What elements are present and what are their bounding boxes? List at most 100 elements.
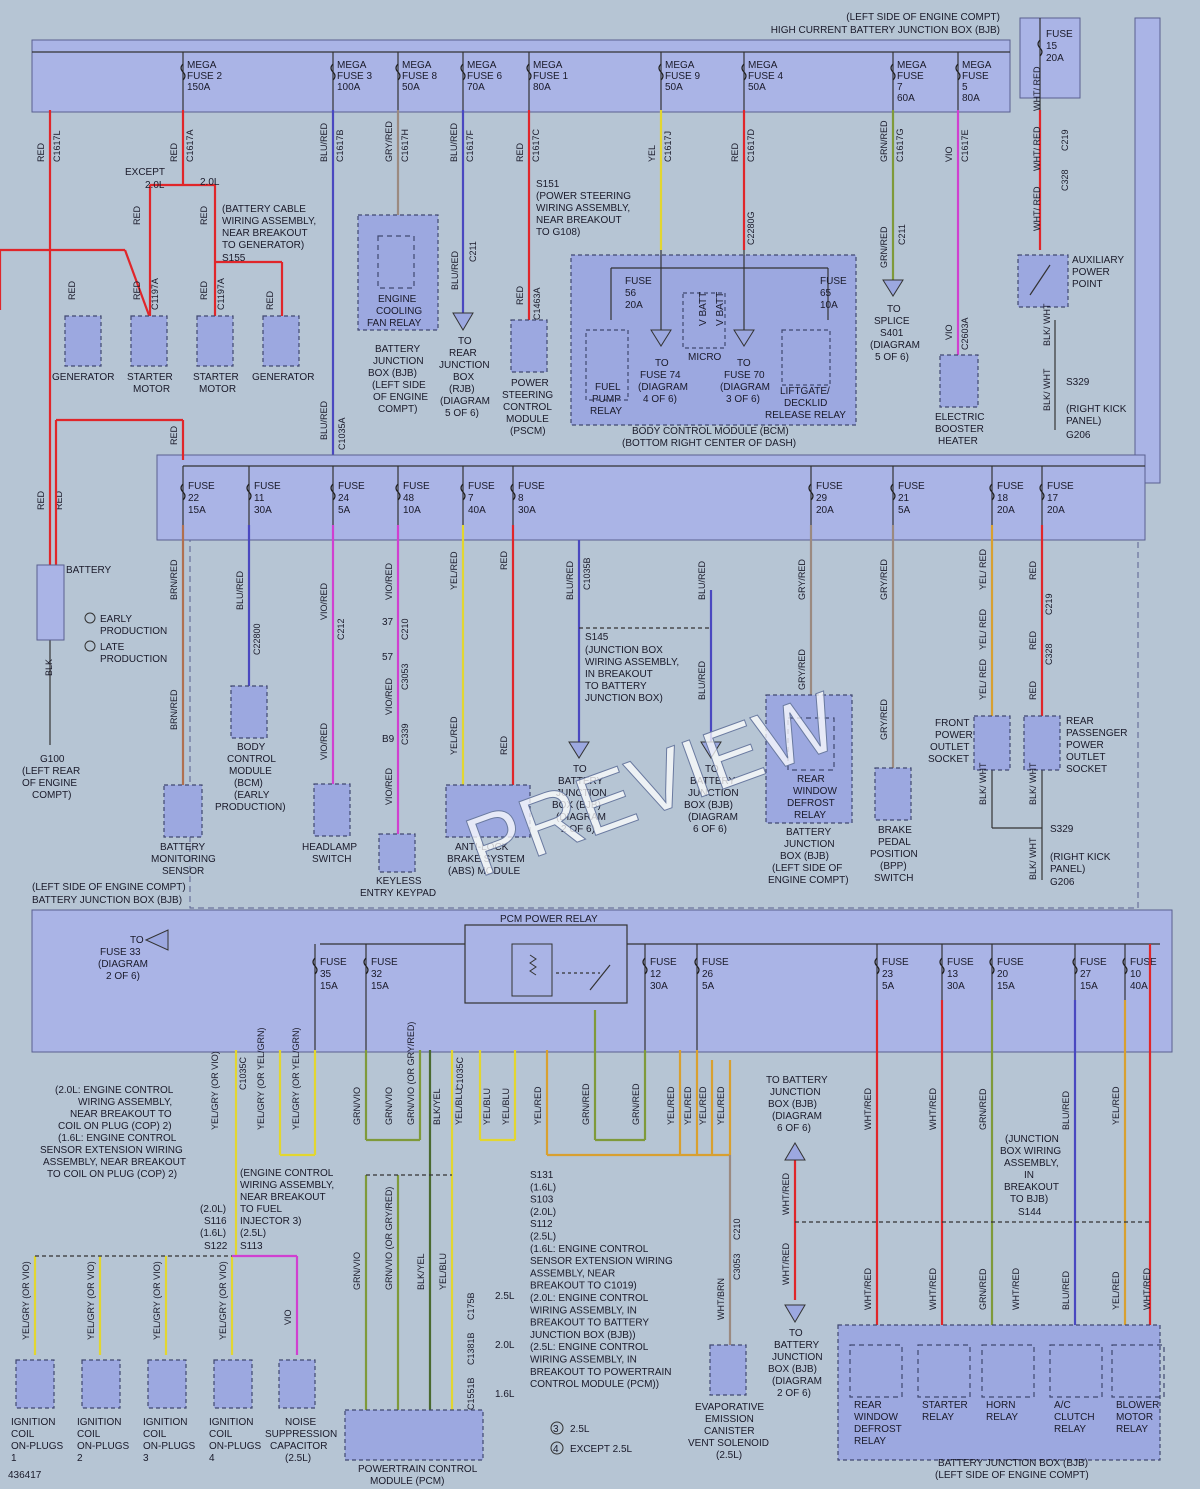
headlamp-switch: HEADLAMP SWITCH <box>302 783 357 865</box>
svg-text:FUSE: FUSE <box>254 481 281 492</box>
lower-wire-label-16: YEL/RED <box>716 1086 726 1125</box>
svg-text:15A: 15A <box>320 981 338 992</box>
svg-text:5A: 5A <box>882 981 895 992</box>
svg-text:FUSE: FUSE <box>882 957 909 968</box>
svg-text:35: 35 <box>320 969 332 980</box>
svg-text:(DIAGRAM: (DIAGRAM <box>772 1376 822 1387</box>
c1551b: C1551B <box>466 1377 476 1410</box>
note-injector3: (ENGINE CONTROL WIRING ASSEMBLY, NEAR BR… <box>240 1168 334 1252</box>
svg-text:RELAY: RELAY <box>794 810 826 821</box>
lower-wire-label-8: YEL/BLU <box>482 1088 492 1125</box>
svg-text:21: 21 <box>898 493 910 504</box>
svg-text:FUSE: FUSE <box>1130 957 1157 968</box>
svg-text:IGNITION: IGNITION <box>209 1417 253 1428</box>
svg-text:SWITCH: SWITCH <box>874 873 913 884</box>
svg-text:JUNCTION: JUNCTION <box>784 839 835 850</box>
svg-text:(BCM): (BCM) <box>234 778 263 789</box>
svg-text:7: 7 <box>468 493 474 504</box>
lower-wire-label-1: YEL/GRY (OR YEL/GRN) <box>256 1027 266 1130</box>
c1463a: C1463A <box>532 287 542 320</box>
svg-text:(1.6L): (1.6L) <box>200 1228 226 1239</box>
svg-text:STARTER: STARTER <box>922 1400 968 1411</box>
svg-text:S131: S131 <box>530 1170 554 1181</box>
svg-text:8: 8 <box>518 493 524 504</box>
svg-text:BOX WIRING: BOX WIRING <box>1000 1146 1061 1157</box>
svg-text:FUSE 9: FUSE 9 <box>665 71 700 82</box>
svg-text:IGNITION: IGNITION <box>143 1417 187 1428</box>
rear-window-defrost-relay-mid: REAR WINDOW DEFROST RELAY BATTERY JUNCTI… <box>765 694 853 886</box>
svg-text:(RJB): (RJB) <box>449 384 475 395</box>
battery-monitoring-sensor: BATTERY MONITORING SENSOR <box>151 784 216 877</box>
svg-text:BOX (BJB): BOX (BJB) <box>552 800 601 811</box>
s151-note: S151 (POWER STEERING WIRING ASSEMBLY, NE… <box>536 179 631 238</box>
svg-text:2: 2 <box>77 1453 83 1464</box>
svg-text:5 OF 6): 5 OF 6) <box>445 408 479 419</box>
svg-text:FUSE: FUSE <box>371 957 398 968</box>
bjb-relay-box <box>837 1324 1161 1461</box>
top-wire-color-9: VIO <box>944 146 954 162</box>
mid-wire-color-7: BLU/RED <box>697 560 707 600</box>
svg-text:EMISSION: EMISSION <box>705 1414 754 1425</box>
svg-text:RELAY: RELAY <box>986 1412 1018 1423</box>
svg-text:FUSE: FUSE <box>816 481 843 492</box>
svg-text:30A: 30A <box>650 981 668 992</box>
svg-text:SENSOR EXTENSION WIRING: SENSOR EXTENSION WIRING <box>530 1256 673 1267</box>
s329-mid: S329 (RIGHT KICK PANEL) G206 <box>1050 824 1111 888</box>
svg-text:ON-PLUGS: ON-PLUGS <box>143 1441 196 1452</box>
top-wire-color-4: BLU/RED <box>449 122 459 162</box>
svg-text:FRONT: FRONT <box>935 718 969 729</box>
svg-text:(1.6L: ENGINE CONTROL: (1.6L: ENGINE CONTROL <box>530 1244 649 1255</box>
svg-text:4: 4 <box>209 1453 215 1464</box>
svg-text:OF ENGINE: OF ENGINE <box>22 778 77 789</box>
bjb-relays: REARWINDOWDEFROSTRELAYSTARTERRELAYHORNRE… <box>849 1344 1165 1447</box>
svg-text:30A: 30A <box>254 505 272 516</box>
svg-text:3 OF 6): 3 OF 6) <box>726 394 760 405</box>
svg-text:BATTERY: BATTERY <box>786 827 832 838</box>
lower-wire-label-29: YEL/RED <box>1111 1271 1121 1310</box>
svg-text:TO COIL ON PLUG (COP) 2): TO COIL ON PLUG (COP) 2) <box>47 1169 177 1180</box>
svg-text:65: 65 <box>820 288 832 299</box>
svg-text:40A: 40A <box>468 505 486 516</box>
front-power-outlet-socket: FRONT POWER OUTLET SOCKET <box>928 715 1011 771</box>
svg-text:WHT/ RED: WHT/ RED <box>1032 186 1042 231</box>
svg-text:(DIAGRAM: (DIAGRAM <box>688 812 738 823</box>
svg-text:15A: 15A <box>997 981 1015 992</box>
mid-wire-extra-7: GRY/RED <box>797 649 807 690</box>
mid-wire-extra-8: GRY/RED <box>879 699 889 740</box>
mid-wire-color-3: VIO/RED <box>384 562 394 600</box>
svg-text:JUNCTION: JUNCTION <box>688 788 739 799</box>
svg-text:PASSENGER: PASSENGER <box>1066 728 1128 739</box>
svg-text:BRAKE: BRAKE <box>878 825 912 836</box>
svg-text:32: 32 <box>371 969 383 980</box>
to-bjb-diag2-bottom: TO BATTERY JUNCTION BOX (BJB) (DIAGRAM 2… <box>768 1304 823 1399</box>
svg-text:COIL ON PLUG (COP) 2): COIL ON PLUG (COP) 2) <box>58 1121 172 1132</box>
l25-label: 2.5L <box>495 1291 515 1302</box>
svg-text:REAR: REAR <box>449 348 477 359</box>
svg-text:ASSEMBLY, NEAR BREAKOUT: ASSEMBLY, NEAR BREAKOUT <box>43 1157 186 1168</box>
svg-text:(ABS) MODULE: (ABS) MODULE <box>448 866 521 877</box>
svg-text:RELAY: RELAY <box>1116 1424 1148 1435</box>
svg-text:S112: S112 <box>530 1219 553 1230</box>
svg-text:13: 13 <box>947 969 959 980</box>
svg-text:BODY CONTROL MODULE (BCM): BODY CONTROL MODULE (BCM) <box>632 426 789 437</box>
svg-text:MEGA: MEGA <box>748 60 778 71</box>
svg-text:FAN RELAY: FAN RELAY <box>367 318 422 329</box>
mid-wire-extra-14: BLK/ WHT <box>1028 762 1038 805</box>
svg-text:50A: 50A <box>402 82 420 93</box>
svg-text:(DIAGRAM: (DIAGRAM <box>720 382 770 393</box>
lower-wire-label-31: WHT/BRN <box>716 1278 726 1320</box>
svg-text:PRODUCTION: PRODUCTION <box>100 654 167 665</box>
svg-text:40A: 40A <box>1130 981 1148 992</box>
svg-text:17: 17 <box>1047 493 1059 504</box>
lower-wire-label-38: GRN/VIO (OR GRY/RED) <box>384 1187 394 1290</box>
svg-text:BLK/ WHT: BLK/ WHT <box>1042 368 1052 411</box>
lower-wire-label-33: YEL/GRY (OR VIO) <box>86 1261 96 1340</box>
svg-text:S151: S151 <box>536 179 560 190</box>
